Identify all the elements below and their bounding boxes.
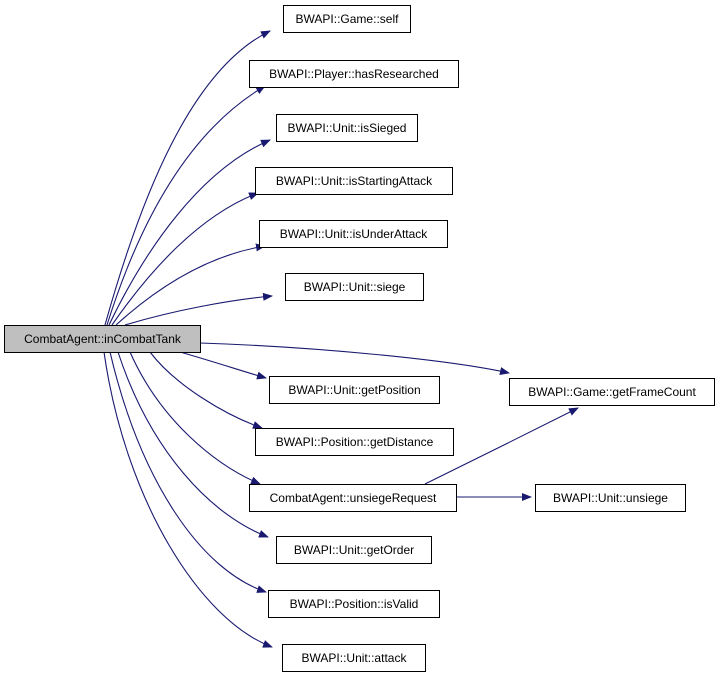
edge-root-to-get-order xyxy=(117,351,269,538)
node-label: BWAPI::Game::getFrameCount xyxy=(528,385,696,399)
edge-line xyxy=(104,30,271,326)
node-root[interactable]: CombatAgent::inCombatTank xyxy=(4,325,201,353)
edge-line xyxy=(106,85,266,326)
edge-root-to-siege xyxy=(124,292,273,326)
edges-layer xyxy=(103,30,579,648)
node-get-position[interactable]: BWAPI::Unit::getPosition xyxy=(269,376,440,404)
node-label: BWAPI::Unit::siege xyxy=(304,280,406,294)
node-box xyxy=(535,484,686,512)
node-label: BWAPI::Unit::isUnderAttack xyxy=(280,227,429,241)
nodes-layer: CombatAgent::inCombatTank BWAPI::Game::se… xyxy=(4,5,715,672)
edge-root-to-get-position xyxy=(179,351,267,380)
node-get-distance[interactable]: BWAPI::Position::getDistance xyxy=(255,428,454,456)
node-box xyxy=(249,60,459,88)
node-is-under-attack[interactable]: BWAPI::Unit::isUnderAttack xyxy=(259,220,448,248)
node-label: BWAPI::Unit::isSieged xyxy=(288,121,407,135)
node-label: BWAPI::Position::isValid xyxy=(290,597,419,611)
node-unsiege[interactable]: BWAPI::Unit::unsiege xyxy=(535,484,686,512)
edge-line xyxy=(115,243,266,326)
node-has-researched[interactable]: BWAPI::Player::hasResearched xyxy=(249,60,459,88)
node-game-self[interactable]: BWAPI::Game::self xyxy=(283,5,411,33)
node-label: BWAPI::Unit::getOrder xyxy=(294,543,414,557)
node-box xyxy=(283,5,411,33)
node-box xyxy=(509,378,715,406)
edge-root-to-attack xyxy=(103,351,273,648)
node-box xyxy=(255,167,453,195)
node-box xyxy=(285,273,424,301)
node-box xyxy=(259,220,448,248)
node-is-valid[interactable]: BWAPI::Position::isValid xyxy=(268,590,440,618)
edge-line xyxy=(124,292,273,326)
node-box xyxy=(269,376,440,404)
node-is-sieged[interactable]: BWAPI::Unit::isSieged xyxy=(276,114,418,142)
node-box xyxy=(249,484,457,512)
node-label: BWAPI::Game::self xyxy=(296,12,400,26)
edge-line xyxy=(149,351,263,429)
edge-root-to-is-under-attack xyxy=(115,243,266,326)
node-label: BWAPI::Unit::unsiege xyxy=(553,491,668,505)
edge-root-to-get-frame-count xyxy=(199,342,510,375)
node-box xyxy=(268,590,440,618)
node-siege[interactable]: BWAPI::Unit::siege xyxy=(285,273,424,301)
node-attack[interactable]: BWAPI::Unit::attack xyxy=(282,644,426,672)
edge-root-to-unsiege-request xyxy=(129,351,261,485)
node-box xyxy=(282,644,426,672)
edge-root-to-has-researched xyxy=(106,85,266,326)
node-label: CombatAgent::inCombatTank xyxy=(24,332,182,346)
edge-line xyxy=(199,342,510,375)
edge-line xyxy=(179,351,267,380)
node-is-starting-attack[interactable]: BWAPI::Unit::isStartingAttack xyxy=(255,167,453,195)
node-box xyxy=(276,114,418,142)
edge-line xyxy=(129,351,261,485)
edge-root-to-is-starting-attack xyxy=(111,192,259,326)
node-label: BWAPI::Unit::getPosition xyxy=(288,383,420,397)
node-get-frame-count[interactable]: BWAPI::Game::getFrameCount xyxy=(509,378,715,406)
node-box xyxy=(276,536,432,564)
edge-line xyxy=(109,351,267,593)
edge-line xyxy=(424,407,579,485)
node-box xyxy=(4,325,201,353)
edge-root-to-is-sieged xyxy=(108,139,271,326)
node-label: BWAPI::Unit::isStartingAttack xyxy=(276,174,433,188)
edge-root-to-is-valid xyxy=(109,351,267,593)
node-label: CombatAgent::unsiegeRequest xyxy=(270,491,437,505)
edge-root-to-game-self xyxy=(104,30,271,326)
node-unsiege-request[interactable]: CombatAgent::unsiegeRequest xyxy=(249,484,457,512)
edge-unsiege-request-to-get-frame-count xyxy=(424,407,579,485)
node-label: BWAPI::Player::hasResearched xyxy=(269,67,439,81)
node-label: BWAPI::Position::getDistance xyxy=(276,435,434,449)
node-box xyxy=(255,428,454,456)
edge-line xyxy=(111,192,259,326)
node-label: BWAPI::Unit::attack xyxy=(302,651,408,665)
edge-line xyxy=(117,351,269,538)
edge-line xyxy=(108,139,271,326)
node-get-order[interactable]: BWAPI::Unit::getOrder xyxy=(276,536,432,564)
edge-root-to-get-distance xyxy=(149,351,263,429)
edge-line xyxy=(103,351,273,648)
